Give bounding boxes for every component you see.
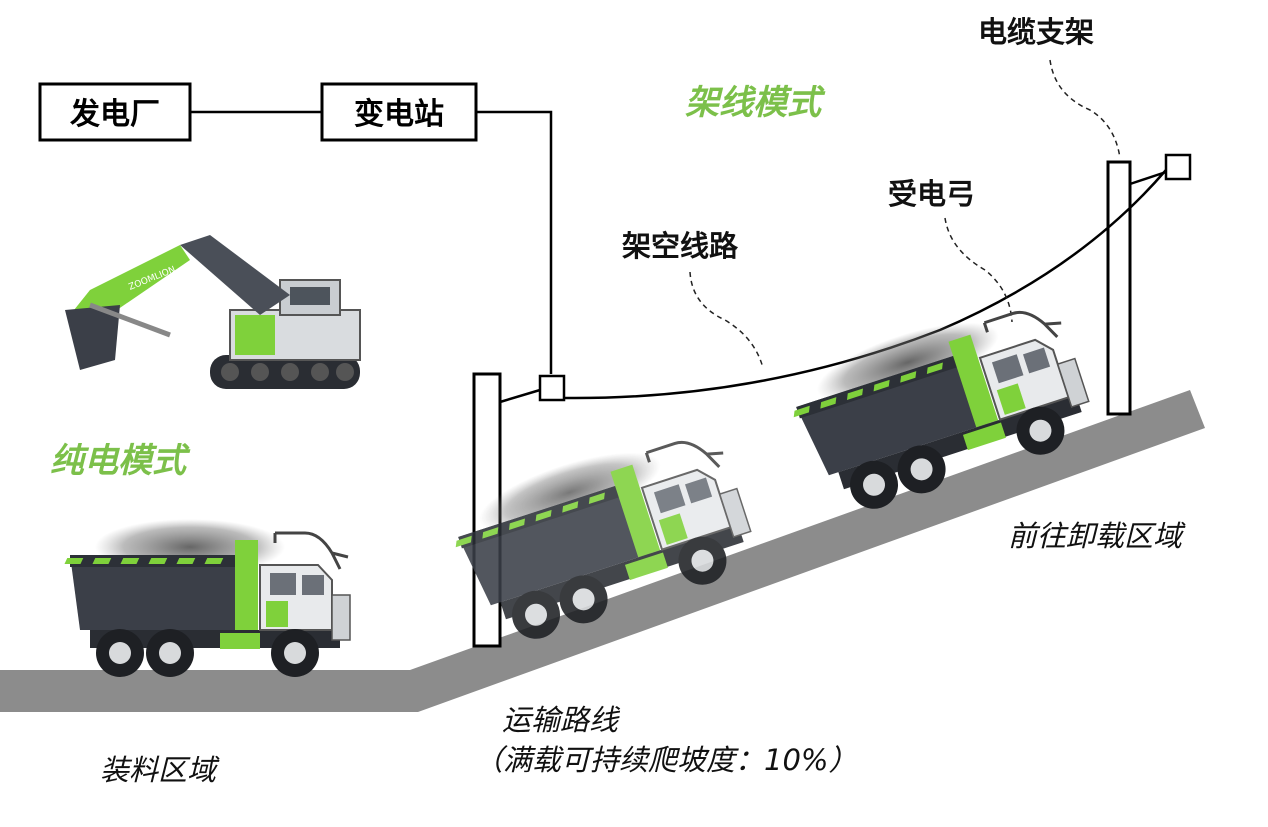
callout-pantograph bbox=[944, 217, 1013, 323]
feeder-cable bbox=[476, 110, 553, 374]
dump-truck-loading bbox=[62, 517, 352, 679]
pylon-right bbox=[1106, 153, 1192, 416]
callout-overhead-line bbox=[689, 271, 764, 369]
substation-box: 变电站 bbox=[320, 82, 478, 142]
catenary-mode-label: 架线模式 bbox=[685, 83, 826, 123]
loading-area-label: 装料区域 bbox=[100, 753, 220, 787]
pantograph-label: 受电弓 bbox=[888, 177, 975, 211]
unloading-area-label: 前往卸载区域 bbox=[1008, 519, 1186, 553]
gradient-note-label: （满载可持续爬坡度：10%） bbox=[474, 743, 857, 777]
power-plant-box: 发电厂 bbox=[38, 82, 192, 142]
substation-label: 变电站 bbox=[354, 97, 444, 132]
excavator-icon: ZOOMLION bbox=[65, 235, 361, 389]
pure-electric-mode-label: 纯电模式 bbox=[50, 441, 191, 481]
haul-road bbox=[0, 390, 1205, 712]
power-plant-label: 发电厂 bbox=[69, 97, 160, 132]
cable-support-label: 电缆支架 bbox=[978, 15, 1094, 49]
callout-cable-support bbox=[1049, 59, 1121, 159]
overhead-line-label: 架空线路 bbox=[622, 229, 739, 263]
haul-route-label: 运输路线 bbox=[502, 703, 621, 737]
